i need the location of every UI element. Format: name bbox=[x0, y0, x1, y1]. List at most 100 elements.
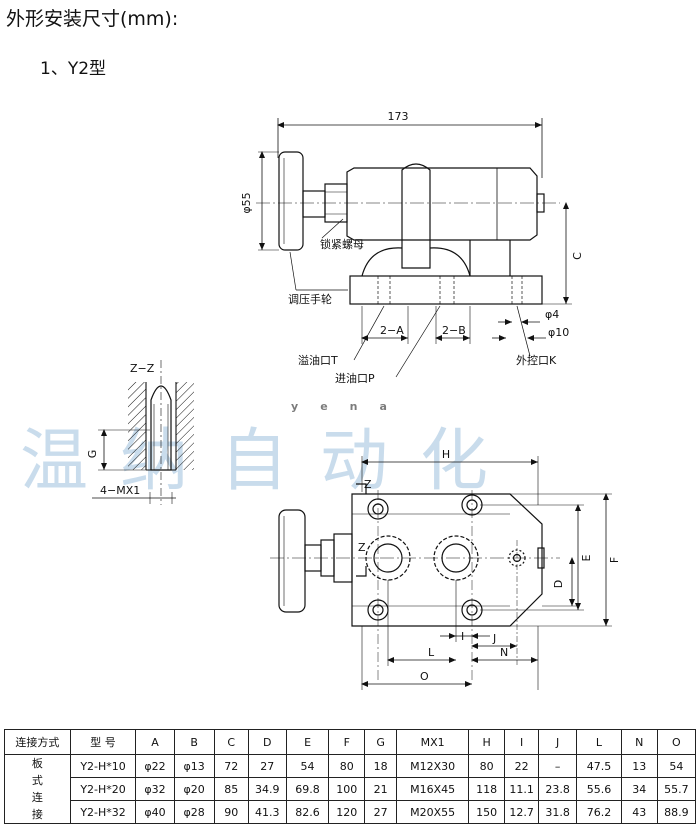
table-header: MX1 bbox=[396, 729, 470, 755]
zz-title: Z−Z bbox=[130, 362, 155, 375]
table-header: H bbox=[468, 729, 506, 755]
z-mark-lower: Z bbox=[358, 541, 366, 554]
table-header: E bbox=[285, 729, 330, 755]
table-cell: – bbox=[538, 754, 578, 778]
table-cell: 23.8 bbox=[538, 777, 578, 801]
zz-detail bbox=[92, 360, 194, 505]
spec-table: 连接方式 型 号 A B C D E F G MX1 H I J L N O 板… bbox=[4, 729, 697, 824]
table-cell: φ13 bbox=[173, 754, 215, 778]
table-cell: 69.8 bbox=[285, 777, 330, 801]
table-cell: 47.5 bbox=[576, 754, 622, 778]
table-cell: 85 bbox=[213, 777, 249, 801]
table-cell: Y2-H*20 bbox=[69, 777, 137, 801]
table-header: O bbox=[656, 729, 697, 755]
table-header-row: 连接方式 型 号 A B C D E F G MX1 H I J L N O bbox=[4, 729, 697, 755]
table-cell: Y2-H*10 bbox=[69, 754, 137, 778]
table-cell: φ22 bbox=[135, 754, 175, 778]
table-cell: 21 bbox=[364, 777, 398, 801]
table-cell: 54 bbox=[656, 754, 697, 778]
table-cell: 22 bbox=[504, 754, 540, 778]
dim-L: L bbox=[428, 646, 435, 659]
side-view-labels: 173 φ55 锁紧螺母 调压手轮 C 2−A 2−B φ4 φ10 溢油口T … bbox=[240, 110, 584, 385]
table-header: B bbox=[173, 729, 215, 755]
table-cell: 80 bbox=[328, 754, 366, 778]
table-cell: 150 bbox=[468, 800, 506, 824]
table-cell: 11.1 bbox=[504, 777, 540, 801]
table-header: A bbox=[135, 729, 175, 755]
table-cell: M20X55 bbox=[396, 800, 470, 824]
table-cell: 80 bbox=[468, 754, 506, 778]
table-cell: 72 bbox=[213, 754, 249, 778]
dim-C: C bbox=[571, 252, 584, 260]
dim-F: F bbox=[608, 557, 621, 563]
table-cell: φ32 bbox=[135, 777, 175, 801]
table-cell: 27 bbox=[247, 754, 287, 778]
table-header: 型 号 bbox=[69, 729, 137, 755]
label-inlet-port: 进油口P bbox=[335, 371, 375, 385]
dim-phi55: φ55 bbox=[240, 192, 253, 213]
table-cell: 41.3 bbox=[247, 800, 287, 824]
table-cell: 43 bbox=[620, 800, 658, 824]
label-external-port: 外控口K bbox=[516, 353, 557, 367]
table-cell: 90 bbox=[213, 800, 249, 824]
table-cell: M16X45 bbox=[396, 777, 470, 801]
table-cell: 88.9 bbox=[656, 800, 697, 824]
dim-N: N bbox=[500, 646, 508, 659]
dim-J: J bbox=[492, 632, 496, 645]
dim-phi10: φ10 bbox=[548, 326, 569, 339]
table-cell: 12.7 bbox=[504, 800, 540, 824]
table-cell: 54 bbox=[285, 754, 330, 778]
z-mark-upper: Z bbox=[364, 478, 372, 491]
table-header: I bbox=[504, 729, 540, 755]
table-header: L bbox=[576, 729, 622, 755]
dim-173: 173 bbox=[388, 110, 409, 123]
table-header: N bbox=[620, 729, 658, 755]
table-cell: 31.8 bbox=[538, 800, 578, 824]
table-cell: 120 bbox=[328, 800, 366, 824]
table-cell: φ28 bbox=[173, 800, 215, 824]
dim-G: G bbox=[86, 450, 99, 459]
table-header: G bbox=[364, 729, 398, 755]
dim-2A: 2−A bbox=[380, 324, 404, 337]
label-lock-nut: 锁紧螺母 bbox=[320, 237, 364, 251]
dim-2B: 2−B bbox=[442, 324, 466, 337]
table-header: C bbox=[213, 729, 249, 755]
table-cell: 18 bbox=[364, 754, 398, 778]
plan-view-labels: H Z Z E F D I J L N O bbox=[358, 448, 621, 683]
dim-H: H bbox=[442, 448, 450, 461]
table-cell: M12X30 bbox=[396, 754, 470, 778]
table-cell: 100 bbox=[328, 777, 366, 801]
table-cell: 76.2 bbox=[576, 800, 622, 824]
table-cell: 82.6 bbox=[285, 800, 330, 824]
table-header: F bbox=[328, 729, 366, 755]
technical-drawing: 173 φ55 锁紧螺母 调压手轮 C 2−A 2−B φ4 φ10 溢油口T … bbox=[86, 110, 621, 690]
dim-I: I bbox=[461, 630, 464, 643]
table-cell: 13 bbox=[620, 754, 658, 778]
zz-detail-labels: Z−Z G 4−MX1 bbox=[86, 362, 155, 497]
table-header: D bbox=[247, 729, 287, 755]
label-overflow-port: 溢油口T bbox=[298, 353, 338, 367]
connection-type-cell: 板式连接 bbox=[4, 754, 71, 824]
table-cell: 55.6 bbox=[576, 777, 622, 801]
table-cell: φ20 bbox=[173, 777, 215, 801]
label-handwheel: 调压手轮 bbox=[288, 292, 332, 306]
side-view bbox=[256, 118, 572, 378]
table-header: 连接方式 bbox=[4, 729, 71, 755]
table-header: J bbox=[538, 729, 578, 755]
plan-view bbox=[270, 456, 612, 690]
page-heading: 外形安装尺寸(mm): bbox=[6, 8, 179, 30]
table-cell: 55.7 bbox=[656, 777, 697, 801]
dim-D: D bbox=[552, 580, 565, 588]
table-cell: φ40 bbox=[135, 800, 175, 824]
dim-phi4: φ4 bbox=[545, 308, 559, 321]
dim-O: O bbox=[420, 670, 429, 683]
table-cell: Y2-H*32 bbox=[69, 800, 137, 824]
table-cell: 34 bbox=[620, 777, 658, 801]
section-heading: 1、Y2型 bbox=[40, 59, 107, 79]
dim-E: E bbox=[580, 554, 593, 561]
table-cell: 118 bbox=[468, 777, 506, 801]
dim-4MX1: 4−MX1 bbox=[100, 484, 140, 497]
table-cell: 34.9 bbox=[247, 777, 287, 801]
